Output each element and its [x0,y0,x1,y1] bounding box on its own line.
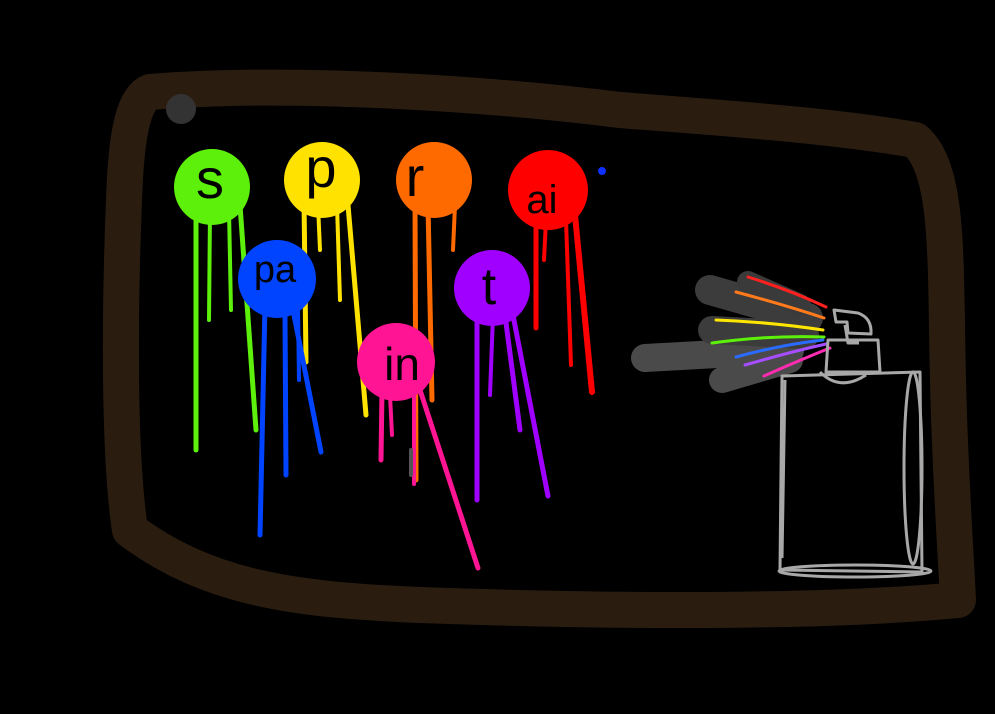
blob-r-circle [396,142,472,218]
blob-pa: pa [238,240,316,318]
blob-p-circle [284,142,360,218]
blob-p: p [284,136,360,218]
blob-t-circle [454,250,530,326]
blob-ai-circle [508,150,588,230]
rainbow-spray [710,275,832,378]
blob-s: s [174,147,250,225]
spray-mist [631,271,823,393]
blob-ai-label: ai [526,178,557,222]
blob-r: r [396,142,472,218]
blob-in-circle [357,323,435,401]
blob-t-label: t [482,258,497,316]
blob-t: t [454,250,530,326]
blob-in: in [357,323,435,401]
blue-dot [598,167,606,175]
blob-pa-label: pa [254,249,297,291]
spray-bottle-icon [777,308,933,579]
gray-dot [166,94,196,124]
blob-pa-circle [238,240,316,318]
blob-r-label: r [406,145,425,208]
blob-p-label: p [305,136,336,199]
blob-s-circle [174,149,250,225]
brown-frame [102,69,976,628]
blob-in-label: in [384,338,420,390]
blob-ai: ai [508,150,588,230]
blob-s-label: s [196,147,224,210]
